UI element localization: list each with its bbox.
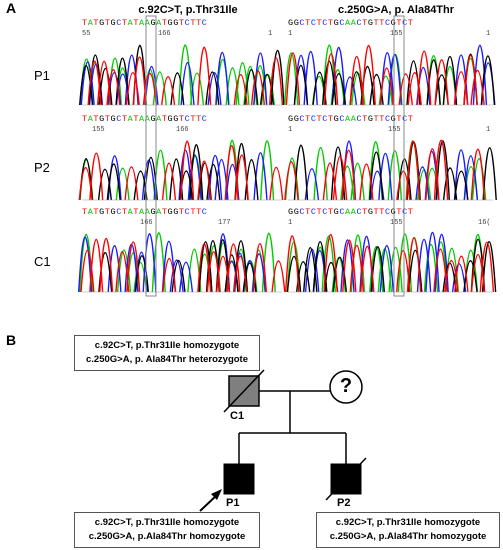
- c1-label: C1: [230, 410, 245, 422]
- p2-genotype-box: c.92C>T, p.Thr31Ile homozygote c.250G>A,…: [316, 512, 500, 548]
- left-num-c1-b: 177: [218, 219, 231, 227]
- right-num-c1-c: 16(: [478, 219, 491, 227]
- p2-genotype-line-2: c.250G>A, p.Ala84Thr homozygote: [329, 531, 487, 542]
- right-seq-p2: GGCTCTCTGCAACTGTTCGTCT: [288, 114, 414, 124]
- chromatogram-trace: [284, 140, 486, 201]
- row-label-c1: C1: [34, 254, 51, 269]
- row-label-p1: P1: [34, 68, 50, 83]
- left-num-p1-b: 166: [158, 30, 171, 38]
- c1-genotype-box: c.92C>T, p.Thr31Ile homozygote c.250G>A,…: [74, 335, 260, 371]
- left-column-title: c.92C>T, p.Thr31Ile: [138, 4, 238, 16]
- left-num-p1-c: 1: [268, 30, 273, 38]
- p2-genotype-line-1: c.92C>T, p.Thr31Ile homozygote: [335, 517, 481, 528]
- chromatogram-trace: [285, 234, 495, 293]
- mother-circle: [329, 370, 363, 404]
- c1-deceased-slash: [223, 369, 265, 413]
- left-seq-p2: TATGTGCTATAAGATGGTCTTC: [82, 114, 208, 124]
- right-num-p1-c: 1: [486, 30, 491, 38]
- p1-square: [223, 463, 255, 495]
- c1-genotype-line-2: c.250G>A, p. Ala84Thr heterozygote: [86, 354, 248, 365]
- right-num-p1-b: 155: [390, 30, 403, 38]
- panel-b-letter: B: [6, 332, 17, 348]
- chromatogram-panel: [78, 15, 497, 297]
- variant-highlight-box: [393, 15, 405, 297]
- right-seq-p1: GGCTCTCTGCAACTGTTCGTCT: [288, 18, 414, 28]
- p1-genotype-box: c.92C>T, p.Thr31Ile homozygote c.250G>A,…: [74, 512, 260, 548]
- chromatogram-trace: [293, 44, 496, 106]
- left-num-p1-a: 55: [82, 30, 91, 38]
- right-num-p1-a: 1: [288, 30, 293, 38]
- chromatogram-trace: [304, 140, 478, 201]
- mother-unknown-symbol: ?: [339, 375, 353, 397]
- p2-label: P2: [337, 497, 351, 509]
- right-num-p2-a: 1: [288, 126, 293, 134]
- chromatogram-trace: [79, 44, 285, 106]
- right-seq-c1: GGCTCTCTGCAACTGTTCGTCT: [288, 207, 414, 217]
- proband-arrow-head: [211, 489, 222, 500]
- right-column-title: c.250G>A, p. Ala84Thr: [337, 4, 455, 16]
- variant-highlight-box: [145, 15, 157, 297]
- row-label-p2: P2: [34, 160, 50, 175]
- chromatogram-trace: [98, 239, 257, 293]
- chromatogram-trace: [293, 53, 496, 106]
- p2-deceased-slash: [325, 457, 367, 501]
- left-num-p2-a: 155: [92, 126, 105, 134]
- chromatogram-trace: [79, 143, 259, 201]
- p1-label: P1: [226, 497, 240, 509]
- left-seq-c1: TATGTGCTATAAGATGGTCTTC: [82, 207, 208, 217]
- c1-genotype-line-1: c.92C>T, p.Thr31Ile homozygote: [94, 340, 240, 351]
- p1-genotype-line-1: c.92C>T, p.Thr31Ile homozygote: [94, 517, 240, 528]
- right-num-p2-c: 1: [486, 126, 491, 134]
- panel-a-letter: A: [6, 0, 17, 16]
- p1-genotype-line-2: c.250G>A, p.Ala84Thr homozygote: [88, 531, 246, 542]
- left-num-p2-b: 166: [176, 126, 189, 134]
- right-num-c1-b: 155: [390, 219, 403, 227]
- right-num-c1-a: 1: [288, 219, 293, 227]
- left-seq-p1: TATGTGCTATAAGATGGTCTTC: [82, 18, 208, 28]
- chromatogram-trace: [87, 46, 284, 106]
- chromatogram-trace: [285, 45, 485, 106]
- chromatogram-trace: [80, 238, 286, 293]
- chromatogram-trace: [78, 140, 284, 201]
- chromatogram-trace: [304, 232, 467, 293]
